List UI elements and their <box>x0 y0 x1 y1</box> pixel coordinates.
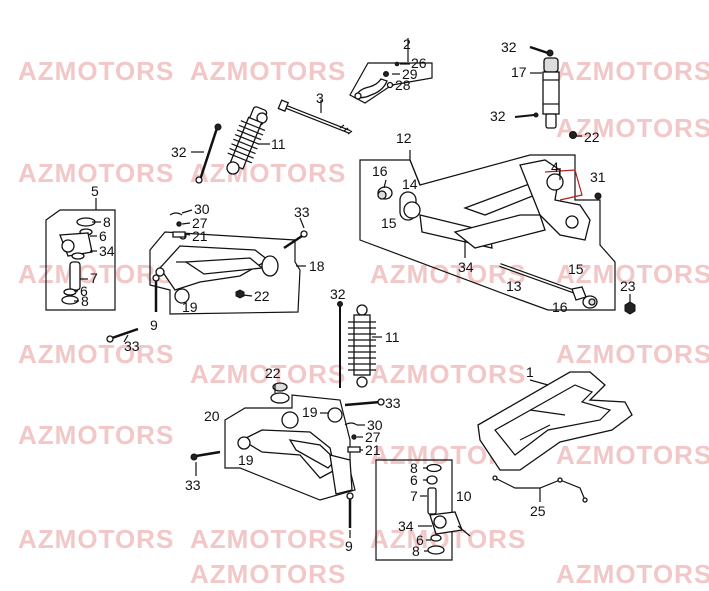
callout-6: 6 <box>410 472 418 488</box>
callout-15: 15 <box>381 215 397 231</box>
bolt-33-left <box>106 327 139 343</box>
knuckle-group-10 <box>375 459 471 561</box>
watermark: AZMOTORS <box>190 559 346 589</box>
watermark: AZMOTORS <box>556 259 709 289</box>
callout-6: 6 <box>80 283 88 299</box>
callout-26: 26 <box>411 55 427 71</box>
callout-33: 33 <box>124 338 140 354</box>
lower-arm-group-20 <box>190 382 385 538</box>
watermark: AZMOTORS <box>190 158 346 188</box>
callout-27: 27 <box>192 215 208 231</box>
watermark: AZMOTORS <box>18 158 174 188</box>
callout-34: 34 <box>398 518 414 534</box>
callout-12: 12 <box>396 130 412 146</box>
callout-4: 4 <box>551 159 559 175</box>
bracket-group-2 <box>349 38 433 104</box>
callout-32: 32 <box>171 144 187 160</box>
watermark: AZMOTORS <box>556 56 709 86</box>
callout-3: 3 <box>316 90 324 106</box>
callout-30: 30 <box>367 417 383 433</box>
callout-8: 8 <box>81 293 89 309</box>
knuckle-group-5 <box>45 198 116 311</box>
callout-29: 29 <box>402 66 418 82</box>
watermarks: AZMOTORS AZMOTORS AZMOTORS AZMOTORS AZMO… <box>18 56 709 589</box>
watermark: AZMOTORS <box>556 440 709 470</box>
callout-10: 10 <box>456 488 472 504</box>
callout-19: 19 <box>302 404 318 420</box>
callout-6: 6 <box>99 228 107 244</box>
callout-19: 19 <box>182 299 198 315</box>
callout-16: 16 <box>372 163 388 179</box>
callout-21: 21 <box>192 228 208 244</box>
upper-arm-group-18 <box>149 209 308 315</box>
callout-2: 2 <box>403 36 411 52</box>
watermark: AZMOTORS <box>18 259 174 289</box>
watermark: AZMOTORS <box>190 359 346 389</box>
callout-34: 34 <box>99 243 115 259</box>
callout-9: 9 <box>150 317 158 333</box>
callout-6: 6 <box>416 532 424 548</box>
callout-32: 32 <box>490 108 506 124</box>
callout-15: 15 <box>568 261 584 277</box>
callout-28: 28 <box>395 77 411 93</box>
callout-33: 33 <box>185 477 201 493</box>
callout-5: 5 <box>91 183 99 199</box>
watermark: AZMOTORS <box>556 113 709 143</box>
skid-plate-1 <box>477 371 633 503</box>
swingarm-group-12 <box>359 150 616 311</box>
nut-23 <box>624 294 636 315</box>
callout-18: 18 <box>309 258 325 274</box>
callout-22: 22 <box>254 288 270 304</box>
callout-27: 27 <box>365 429 381 445</box>
watermark: AZMOTORS <box>18 339 174 369</box>
callout-8: 8 <box>412 543 420 559</box>
callout-16: 16 <box>552 299 568 315</box>
callout-labels: 2 26 29 28 3 32 17 32 22 32 11 12 16 14 … <box>80 36 636 559</box>
shock-absorber-11-upper <box>191 106 270 184</box>
watermark: AZMOTORS <box>18 420 174 450</box>
callout-19: 19 <box>238 452 254 468</box>
callout-1: 1 <box>526 364 534 380</box>
callout-33: 33 <box>385 395 401 411</box>
watermark: AZMOTORS <box>370 259 526 289</box>
callout-14: 14 <box>402 176 418 192</box>
watermark: AZMOTORS <box>18 524 174 554</box>
shock-absorber-17 <box>514 45 582 139</box>
callout-13: 13 <box>506 278 522 294</box>
watermark: AZMOTORS <box>18 56 174 86</box>
callout-11: 11 <box>385 329 400 345</box>
long-bolt-3 <box>277 99 353 135</box>
callout-31: 31 <box>590 169 606 185</box>
shock-absorber-11-middle <box>337 301 382 388</box>
callout-33: 33 <box>294 204 310 220</box>
callout-7: 7 <box>90 270 98 286</box>
callout-30: 30 <box>194 201 210 217</box>
watermark: AZMOTORS <box>190 524 346 554</box>
callout-23: 23 <box>620 278 636 294</box>
callout-22: 22 <box>584 129 600 145</box>
callout-8: 8 <box>103 214 111 230</box>
callout-34: 34 <box>458 259 474 275</box>
callout-22: 22 <box>265 365 281 381</box>
callout-32: 32 <box>330 286 346 302</box>
callout-32: 32 <box>501 39 517 55</box>
watermark: AZMOTORS <box>370 359 526 389</box>
callout-25: 25 <box>530 503 546 519</box>
watermark: AZMOTORS <box>556 559 709 589</box>
callout-11: 11 <box>271 136 286 152</box>
watermark: AZMOTORS <box>556 339 709 369</box>
callout-8: 8 <box>410 460 418 476</box>
callout-7: 7 <box>410 488 418 504</box>
watermark: AZMOTORS <box>190 56 346 86</box>
callout-17: 17 <box>511 64 527 80</box>
callout-20: 20 <box>204 408 220 424</box>
callout-9: 9 <box>345 538 353 554</box>
callout-21: 21 <box>365 442 381 458</box>
